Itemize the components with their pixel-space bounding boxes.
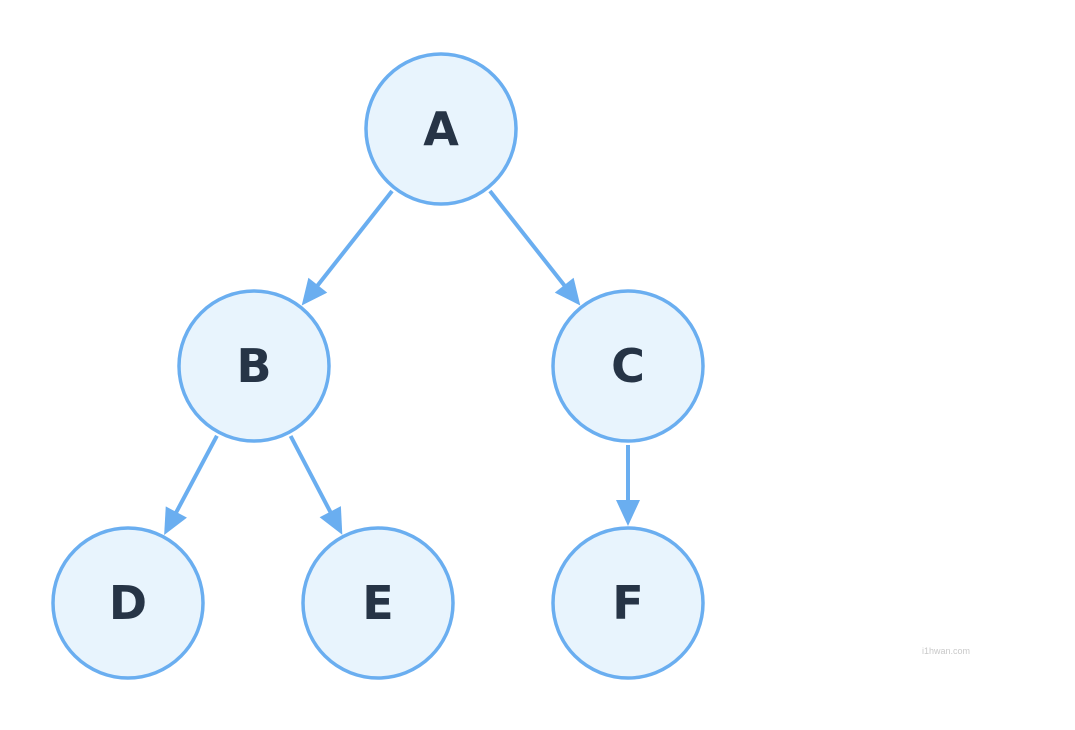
node-label: C bbox=[611, 339, 645, 393]
edge-line bbox=[488, 189, 568, 288]
arrow-head-icon bbox=[554, 277, 581, 306]
arrow-head-icon bbox=[164, 506, 187, 536]
node-e: E bbox=[301, 526, 455, 680]
node-circle bbox=[177, 289, 331, 443]
nodes-layer: A B C D E F bbox=[51, 52, 705, 680]
node-circle bbox=[364, 52, 518, 206]
node-circle bbox=[551, 526, 705, 680]
edge-b-e bbox=[288, 435, 343, 535]
arrow-head-icon bbox=[616, 500, 640, 526]
edge-a-b bbox=[301, 189, 394, 306]
arrow-head-icon bbox=[301, 277, 328, 306]
node-f: F bbox=[551, 526, 705, 680]
node-label: A bbox=[423, 102, 459, 156]
edge-c-f bbox=[616, 445, 640, 526]
node-c: C bbox=[551, 289, 705, 443]
arrow-head-icon bbox=[319, 506, 343, 535]
node-a: A bbox=[364, 52, 518, 206]
edge-b-d bbox=[164, 434, 219, 536]
node-d: D bbox=[51, 526, 205, 680]
node-circle bbox=[551, 289, 705, 443]
edge-a-c bbox=[488, 189, 581, 306]
node-circle bbox=[51, 526, 205, 680]
edges-layer bbox=[164, 189, 640, 536]
edge-line bbox=[288, 435, 333, 515]
node-label: B bbox=[236, 339, 271, 393]
edge-line bbox=[314, 189, 394, 288]
node-b: B bbox=[177, 289, 331, 443]
node-label: F bbox=[612, 576, 643, 630]
node-label: D bbox=[109, 576, 147, 630]
node-circle bbox=[301, 526, 455, 680]
watermark: i1hwan.com bbox=[922, 646, 971, 656]
edge-line bbox=[173, 434, 219, 515]
node-label: E bbox=[362, 576, 393, 630]
